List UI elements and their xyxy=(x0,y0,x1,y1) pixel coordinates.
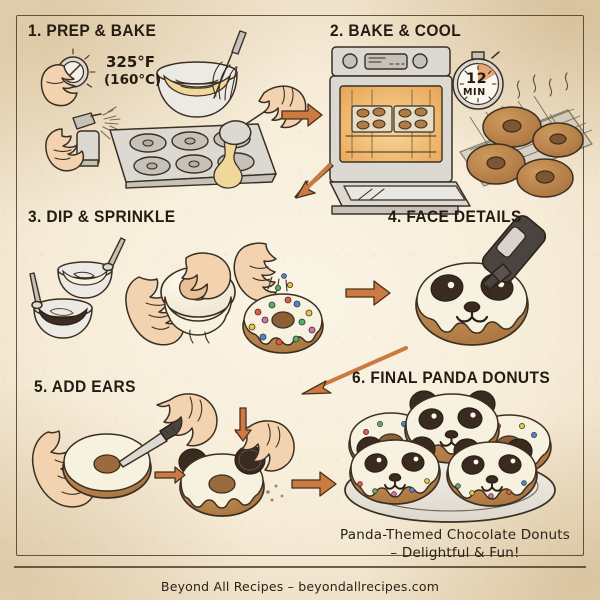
dipping-hand-illustration xyxy=(125,252,236,346)
footer-credit: Beyond All Recipes – beyondallrecipes.co… xyxy=(160,579,440,594)
temperature-fahrenheit-label: 325°F xyxy=(106,53,156,71)
step-5-title: 5. ADD EARS xyxy=(34,378,136,396)
oven-dial-illustration xyxy=(40,48,96,107)
face-details-illustration xyxy=(415,215,547,346)
arrow-step5-to-step6 xyxy=(291,471,337,497)
timer-value-label: 12 xyxy=(466,71,488,87)
knife-cut-illustration xyxy=(31,393,218,508)
caption-line-1: Panda-Themed Chocolate Donuts xyxy=(340,527,570,543)
temperature-celsius-label: (160°C) xyxy=(104,72,162,88)
footer-divider-line xyxy=(14,566,586,568)
chocolate-bowl-illustration xyxy=(29,272,93,339)
oven-illustration xyxy=(329,46,471,215)
step-6-title: 6. FINAL PANDA DONUTS xyxy=(352,369,551,387)
glaze-bowl-illustration xyxy=(57,237,126,299)
arrow-step2-to-step3 xyxy=(294,162,334,199)
step-3-title: 3. DIP & SPRINKLE xyxy=(28,208,176,226)
panda-donut-front-left xyxy=(349,436,441,505)
arrow-step3-to-step4 xyxy=(345,280,391,306)
timer-unit-label: MIN xyxy=(463,87,486,98)
spray-mist xyxy=(100,106,121,140)
arrow-step4-to-step5 xyxy=(301,346,408,395)
donut-pan-illustration xyxy=(109,85,307,189)
step-1-title: 1. PREP & BAKE xyxy=(28,22,157,40)
step-2-title: 2. BAKE & COOL xyxy=(330,22,462,40)
poster-border-frame xyxy=(16,15,584,556)
stopwatch-illustration xyxy=(452,51,504,110)
panda-donut-front-right xyxy=(446,438,538,507)
arrow-step1-to-step2 xyxy=(281,103,323,127)
add-ears-illustration xyxy=(154,407,295,517)
mixing-bowl-illustration xyxy=(156,30,247,118)
step-4-title: 4. FACE DETAILS xyxy=(388,208,522,226)
caption-line-2: – Delightful & Fun! xyxy=(390,545,520,561)
piping-bottle-illustration xyxy=(481,215,547,295)
sprinkling-hand-illustration xyxy=(233,242,324,354)
sprinkles-icon xyxy=(248,273,316,346)
final-plate-illustration xyxy=(344,390,556,523)
steam-illustration xyxy=(516,72,569,99)
whisk-icon xyxy=(212,30,247,101)
spray-bottle-illustration xyxy=(45,106,121,172)
cooling-rack-illustration xyxy=(459,95,593,198)
